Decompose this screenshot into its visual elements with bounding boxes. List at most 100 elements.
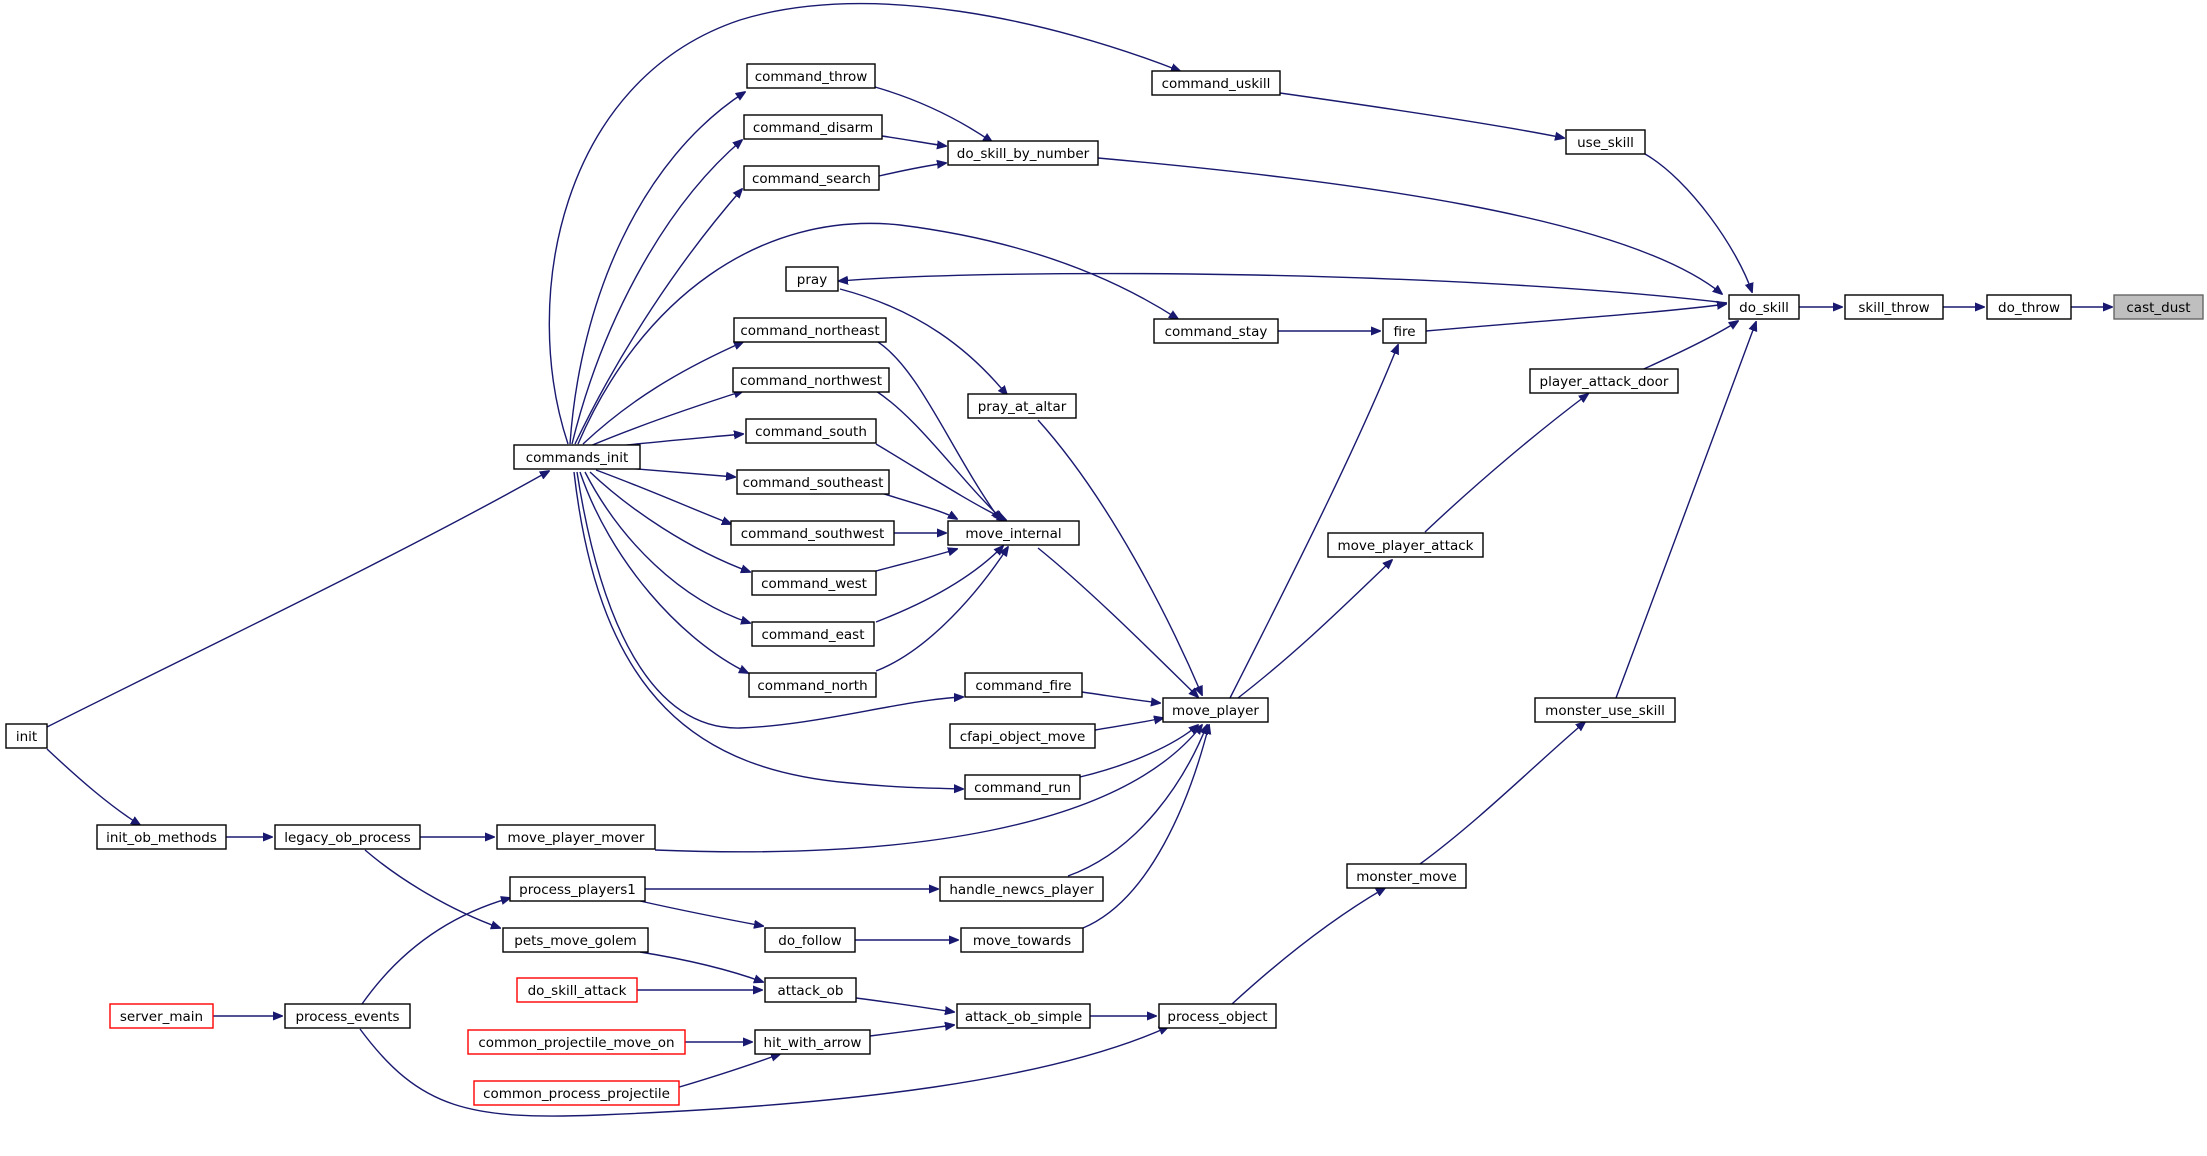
- node-do_throw[interactable]: do_throw: [1986, 294, 2072, 320]
- node-hit_with_arrow[interactable]: hit_with_arrow: [754, 1029, 871, 1055]
- node-command_east[interactable]: command_east: [751, 621, 875, 647]
- edge-legacy_ob_process-pets_move_golem: [364, 849, 500, 928]
- node-label: move_player: [1172, 703, 1259, 719]
- edge-command_north-move_internal: [875, 547, 1008, 672]
- node-label: server_main: [120, 1009, 203, 1025]
- edge-commands_init-command_search: [574, 189, 742, 445]
- edge-command_run-move_player: [1079, 725, 1198, 778]
- node-command_fire[interactable]: command_fire: [964, 672, 1083, 698]
- node-label: command_run: [974, 780, 1071, 796]
- node-init_ob_methods[interactable]: init_ob_methods: [96, 824, 227, 850]
- node-label: init: [16, 729, 37, 745]
- node-attack_ob_simple[interactable]: attack_ob_simple: [956, 1003, 1091, 1029]
- node-do_skill_attack[interactable]: do_skill_attack: [516, 977, 638, 1003]
- node-do_follow[interactable]: do_follow: [764, 927, 856, 953]
- edge-process_object-monster_move: [1231, 888, 1385, 1005]
- edge-command_south-move_internal: [875, 443, 1006, 520]
- node-command_search[interactable]: command_search: [743, 165, 880, 191]
- node-handle_newcs_player[interactable]: handle_newcs_player: [939, 876, 1104, 902]
- edge-commands_init-command_east: [584, 471, 750, 623]
- node-fire[interactable]: fire: [1382, 318, 1427, 344]
- edge-monster_use_skill-do_skill: [1615, 322, 1756, 699]
- edge-move_player_attack-player_attack_door: [1424, 394, 1588, 533]
- node-move_player_mover[interactable]: move_player_mover: [496, 824, 656, 850]
- node-move_towards[interactable]: move_towards: [960, 927, 1084, 953]
- node-label: player_attack_door: [1540, 374, 1669, 390]
- node-process_object[interactable]: process_object: [1158, 1003, 1277, 1029]
- node-command_southeast[interactable]: command_southeast: [736, 469, 890, 495]
- edge-pray-pray_at_altar: [839, 288, 1007, 395]
- node-process_players1[interactable]: process_players1: [509, 876, 646, 902]
- edge-command_southeast-move_internal: [883, 493, 957, 519]
- node-command_northwest[interactable]: command_northwest: [732, 367, 890, 393]
- node-move_internal[interactable]: move_internal: [947, 520, 1080, 546]
- node-move_player_attack[interactable]: move_player_attack: [1327, 532, 1484, 558]
- node-command_north[interactable]: command_north: [748, 672, 877, 698]
- node-pray_at_altar[interactable]: pray_at_altar: [967, 393, 1077, 419]
- node-command_northeast[interactable]: command_northeast: [733, 317, 887, 343]
- edge-attack_ob-attack_ob_simple: [855, 997, 954, 1012]
- node-use_skill[interactable]: use_skill: [1565, 129, 1646, 155]
- node-command_stay[interactable]: command_stay: [1153, 318, 1279, 344]
- node-label: init_ob_methods: [106, 830, 217, 846]
- node-label: command_northeast: [740, 323, 879, 339]
- node-monster_use_skill[interactable]: monster_use_skill: [1534, 697, 1676, 723]
- node-do_skill_by_number[interactable]: do_skill_by_number: [947, 140, 1099, 166]
- edge-commands_init-command_west: [589, 471, 750, 572]
- node-label: process_events: [295, 1009, 399, 1025]
- node-label: do_throw: [1998, 300, 2060, 316]
- node-player_attack_door[interactable]: player_attack_door: [1529, 368, 1679, 394]
- node-do_skill[interactable]: do_skill: [1728, 294, 1800, 320]
- node-command_southwest[interactable]: command_southwest: [730, 520, 895, 546]
- node-label: command_uskill: [1162, 76, 1271, 92]
- edge-pets_move_golem-attack_ob: [639, 951, 763, 982]
- node-common_projectile_move_on[interactable]: common_projectile_move_on: [467, 1029, 686, 1055]
- node-init[interactable]: init: [5, 723, 48, 749]
- node-label: handle_newcs_player: [949, 882, 1094, 898]
- edge-command_fire-move_player: [1081, 691, 1160, 703]
- edge-command_northwest-move_internal: [875, 390, 1003, 520]
- node-cfapi_object_move[interactable]: cfapi_object_move: [949, 723, 1096, 749]
- node-command_west[interactable]: command_west: [751, 570, 877, 596]
- node-commands_init[interactable]: commands_init: [513, 444, 641, 470]
- edge-commands_init-command_northwest: [589, 391, 743, 447]
- node-label: command_fire: [975, 678, 1071, 694]
- node-monster_move[interactable]: monster_move: [1346, 863, 1467, 889]
- node-label: move_player_attack: [1337, 538, 1473, 554]
- node-server_main[interactable]: server_main: [109, 1003, 214, 1029]
- edge-init-commands_init: [46, 471, 549, 728]
- edge-commands_init-command_uskill: [548, 3, 1180, 445]
- edge-commands_init-command_run: [573, 471, 963, 789]
- edge-command_east-move_internal: [875, 546, 1003, 623]
- node-label: use_skill: [1577, 135, 1634, 151]
- node-label: pray: [797, 272, 827, 288]
- node-label: pets_move_golem: [514, 933, 636, 949]
- node-command_uskill[interactable]: command_uskill: [1151, 70, 1281, 96]
- node-pray[interactable]: pray: [785, 266, 839, 292]
- node-label: monster_use_skill: [1545, 703, 1665, 719]
- edge-handle_newcs_player-move_player: [1067, 725, 1207, 877]
- node-command_throw[interactable]: command_throw: [746, 63, 876, 89]
- edge-player_attack_door-do_skill: [1636, 321, 1738, 373]
- node-label: pray_at_altar: [978, 399, 1067, 415]
- edge-do_skill-pray: [839, 272, 1728, 304]
- node-move_player[interactable]: move_player: [1162, 697, 1269, 723]
- node-attack_ob[interactable]: attack_ob: [764, 977, 857, 1003]
- node-skill_throw[interactable]: skill_throw: [1844, 294, 1944, 320]
- node-command_south[interactable]: command_south: [745, 418, 877, 444]
- node-label: move_player_mover: [508, 830, 645, 846]
- node-label: attack_ob_simple: [965, 1009, 1082, 1025]
- node-command_run[interactable]: command_run: [964, 774, 1081, 800]
- node-legacy_ob_process[interactable]: legacy_ob_process: [274, 824, 421, 850]
- edge-init-init_ob_methods: [46, 748, 140, 825]
- node-label: command_search: [752, 171, 871, 187]
- node-process_events[interactable]: process_events: [284, 1003, 411, 1029]
- node-label: do_skill_by_number: [957, 146, 1090, 162]
- edge-process_events-process_players1: [361, 898, 510, 1005]
- node-cast_dust[interactable]: cast_dust: [2113, 294, 2204, 320]
- node-pets_move_golem[interactable]: pets_move_golem: [502, 927, 649, 953]
- node-command_disarm[interactable]: command_disarm: [743, 114, 883, 140]
- edge-do_skill_by_number-do_skill: [1097, 157, 1722, 294]
- node-common_process_projectile[interactable]: common_process_projectile: [473, 1080, 680, 1106]
